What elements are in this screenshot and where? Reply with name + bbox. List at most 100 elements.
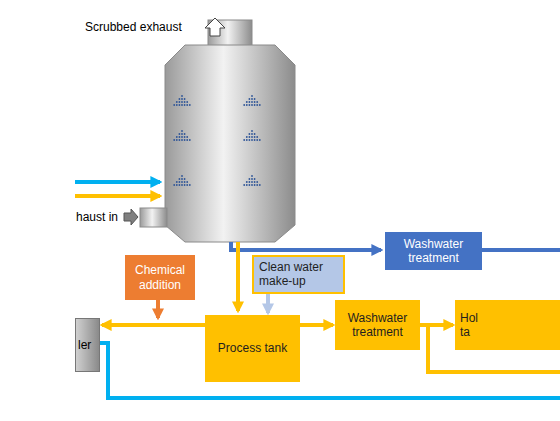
spray-dot: [176, 104, 178, 106]
unit-box: ler: [75, 318, 100, 372]
spray-dot: [259, 104, 261, 106]
spray-dot: [256, 136, 258, 138]
inlet-label: haust in: [76, 210, 118, 224]
spray-dot: [176, 181, 178, 183]
spray-dot: [186, 101, 188, 103]
spray-dot: [243, 184, 245, 186]
spray-dot: [251, 130, 253, 132]
spray-dot: [256, 139, 258, 141]
spray-dot: [184, 104, 186, 106]
node-text: Chemical addition: [130, 263, 190, 292]
node-text: Clean water make-up: [259, 260, 338, 289]
spray-dot: [184, 139, 186, 141]
spray-dot: [176, 136, 178, 138]
spray-dot: [256, 101, 258, 103]
process-tank: Process tank: [205, 315, 300, 382]
spray-dot: [186, 104, 188, 106]
spray-dot: [181, 104, 183, 106]
spray-dot: [249, 181, 251, 183]
spray-dot: [246, 136, 248, 138]
spray-dot: [179, 184, 181, 186]
spray-dot: [259, 139, 261, 141]
flow-arrow: [102, 323, 205, 327]
spray-dot: [254, 184, 256, 186]
spray-dot: [181, 184, 183, 186]
spray-dot: [251, 175, 253, 177]
spray-dot: [249, 133, 251, 135]
spray-dot: [179, 181, 181, 183]
spray-dot: [181, 133, 183, 135]
spray-dot: [251, 136, 253, 138]
spray-dot: [179, 139, 181, 141]
spray-dot: [179, 101, 181, 103]
spray-dot: [251, 104, 253, 106]
spray-dot: [173, 104, 175, 106]
flow-arrow: [300, 323, 333, 327]
node-text: Process tank: [218, 341, 287, 355]
spray-dot: [246, 139, 248, 141]
spray-dot: [189, 184, 191, 186]
spray-dot: [181, 139, 183, 141]
spray-dot: [181, 175, 183, 177]
holding-tank: Hol ta: [455, 300, 560, 350]
spray-dot: [254, 133, 256, 135]
spray-dot: [186, 139, 188, 141]
spray-dot: [176, 139, 178, 141]
node-text: Washwater treatment: [340, 311, 415, 340]
spray-dot: [181, 181, 183, 183]
spray-dot: [243, 139, 245, 141]
spray-dot: [189, 139, 191, 141]
spray-dot: [249, 184, 251, 186]
spray-dot: [179, 178, 181, 180]
spray-dot: [254, 104, 256, 106]
spray-dot: [249, 98, 251, 100]
spray-dot: [181, 178, 183, 180]
spray-dot: [246, 101, 248, 103]
spray-dot: [243, 104, 245, 106]
spray-dot: [186, 184, 188, 186]
spray-dot: [184, 133, 186, 135]
spray-dot: [256, 184, 258, 186]
spray-dot: [184, 178, 186, 180]
node-text: Hol ta: [460, 311, 484, 340]
spray-dot: [246, 184, 248, 186]
spray-dot: [186, 181, 188, 183]
spray-dot: [181, 136, 183, 138]
spray-dot: [184, 98, 186, 100]
treatment-box: Washwater treatment: [335, 300, 420, 350]
spray-dot: [181, 101, 183, 103]
spray-dot: [254, 178, 256, 180]
spray-dot: [176, 184, 178, 186]
spray-dot: [256, 104, 258, 106]
spray-dot: [251, 181, 253, 183]
treatment-box: Washwater treatment: [385, 232, 482, 270]
spray-dot: [251, 139, 253, 141]
spray-dot: [184, 181, 186, 183]
spray-dot: [176, 101, 178, 103]
spray-dot: [254, 181, 256, 183]
spray-dot: [189, 104, 191, 106]
flow-arrow: [266, 294, 270, 313]
spray-dot: [254, 98, 256, 100]
spray-dot: [184, 184, 186, 186]
spray-dot: [179, 136, 181, 138]
spray-dot: [254, 136, 256, 138]
spray-dot: [179, 133, 181, 135]
spray-dot: [249, 104, 251, 106]
flow-arrow: [420, 323, 453, 327]
spray-dot: [254, 139, 256, 141]
makeup-box: Clean water make-up: [252, 255, 345, 294]
spray-dot: [181, 95, 183, 97]
spray-dot: [173, 184, 175, 186]
spray-dot: [249, 139, 251, 141]
chemical-box: Chemical addition: [125, 255, 195, 300]
spray-dot: [249, 178, 251, 180]
spray-dot: [251, 178, 253, 180]
node-text: Washwater treatment: [390, 237, 477, 266]
spray-dot: [186, 136, 188, 138]
outlet-label: Scrubbed exhaust: [85, 20, 182, 34]
spray-dot: [184, 136, 186, 138]
spray-dot: [251, 101, 253, 103]
spray-dot: [181, 130, 183, 132]
